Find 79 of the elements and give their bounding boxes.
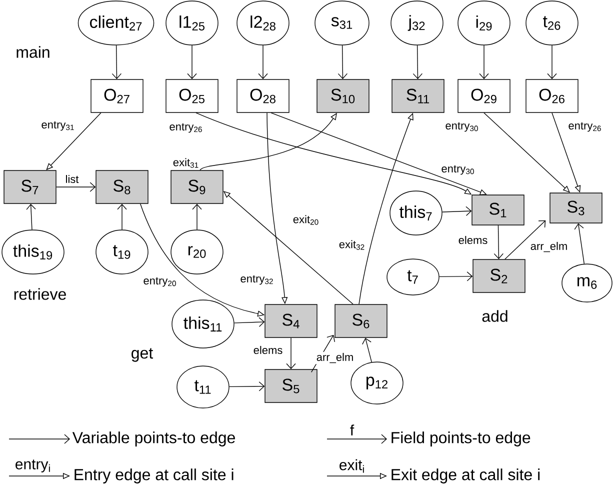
object-box: O$_{25}$	[166, 79, 218, 113]
object-box: S$_{3}$	[550, 192, 602, 224]
section-label: retrieve	[14, 288, 66, 300]
legend-text: Exit edge at call site i	[392, 468, 540, 484]
edge-label: entry$_{31}$	[40, 120, 76, 132]
object-box: S$_{1}$	[472, 194, 524, 226]
object-box: O$_{29}$	[458, 79, 510, 113]
arrow	[439, 272, 473, 282]
object-box: S$_{9}$	[170, 170, 224, 204]
legend-text: Variable points-to edge	[72, 432, 235, 446]
ellipse-node: i$_{29}$	[458, 0, 510, 46]
legend-text: Field points-to edge	[392, 432, 530, 446]
edge-label: exit$_{20}$	[292, 214, 320, 226]
arrow	[26, 204, 36, 230]
ellipse-node: r$_{20}$	[170, 230, 224, 274]
object-box: S$_{7}$	[4, 170, 56, 204]
legend-text: Entry edge at call site i	[74, 468, 234, 484]
edge-label: entry$_{30}$	[440, 164, 476, 176]
ellipse-node: t$_{26}$	[526, 0, 578, 46]
object-box: S$_{6}$	[334, 304, 388, 338]
edge-label: list	[64, 174, 80, 184]
section-label: get	[132, 348, 153, 362]
arrow	[362, 338, 372, 362]
arrow	[338, 45, 348, 80]
arrow	[229, 382, 265, 392]
object-box: O$_{27}$	[90, 79, 144, 113]
ellipse-node: m$_{6}$	[562, 264, 612, 302]
arrow	[56, 182, 96, 192]
edge-label: exit$_{31}$	[172, 157, 200, 169]
arrow	[192, 204, 202, 230]
section-label: main	[16, 46, 50, 58]
object-box: S$_{10}$	[316, 79, 370, 113]
ellipse-node: this$_{7}$	[390, 190, 442, 236]
edge-label: arr_elm	[529, 240, 569, 254]
arrow	[479, 45, 489, 80]
ellipse-node: this$_{19}$	[2, 230, 64, 274]
sample-label: entry$_{i}$	[16, 460, 50, 472]
edge-label: entry$_{32}$	[239, 274, 275, 286]
ellipse-node: this$_{11}$	[172, 300, 234, 348]
ellipse-node: s$_{31}$	[314, 0, 370, 46]
ellipse-node: t$_{19}$	[96, 230, 148, 274]
arrow	[494, 225, 504, 260]
arrow	[412, 45, 423, 80]
sample-label: f	[350, 424, 354, 436]
edge-label: elems	[252, 344, 284, 356]
object-box: S$_{2}$	[472, 259, 526, 293]
object-box: O$_{26}$	[526, 79, 578, 113]
ellipse-node: l1$_{25}$	[166, 0, 218, 46]
arrow	[504, 220, 546, 260]
edge-label: entry$_{26}$	[168, 122, 204, 134]
ellipse-node: l2$_{28}$	[236, 0, 290, 46]
edge-label: entry$_{26}$	[567, 121, 603, 133]
edge-label: elems	[457, 234, 489, 246]
arrow	[112, 45, 122, 80]
edge-label: entry$_{30}$	[444, 121, 480, 133]
object-box: S$_{5}$	[264, 369, 318, 403]
section-label: add	[482, 310, 508, 322]
ellipse-node: t$_{7}$	[386, 258, 440, 296]
object-box: S$_{4}$	[264, 304, 318, 338]
ellipse-node: j$_{32}$	[390, 0, 444, 46]
arrow	[234, 317, 265, 327]
ellipse-node: t$_{11}$	[176, 366, 230, 408]
object-box: O$_{28}$	[236, 79, 290, 113]
arrow	[547, 45, 557, 80]
ellipse-node: client$_{27}$	[78, 0, 154, 46]
arrow	[286, 338, 296, 370]
arrow	[574, 223, 585, 264]
arrow	[442, 206, 472, 216]
object-box: S$_{11}$	[392, 79, 444, 113]
arrow	[258, 45, 268, 80]
edge-label: arr_elm	[315, 352, 355, 364]
edge-label: entry$_{20}$	[142, 276, 178, 288]
arrow	[117, 204, 127, 230]
ellipse-node: p$_{12}$	[350, 362, 404, 404]
object-box: S$_{8}$	[96, 170, 148, 204]
edge-label: exit$_{32}$	[338, 239, 366, 251]
arrow	[270, 112, 487, 196]
sample-label: exit$_{i}$	[340, 459, 364, 473]
arrow	[187, 45, 197, 80]
